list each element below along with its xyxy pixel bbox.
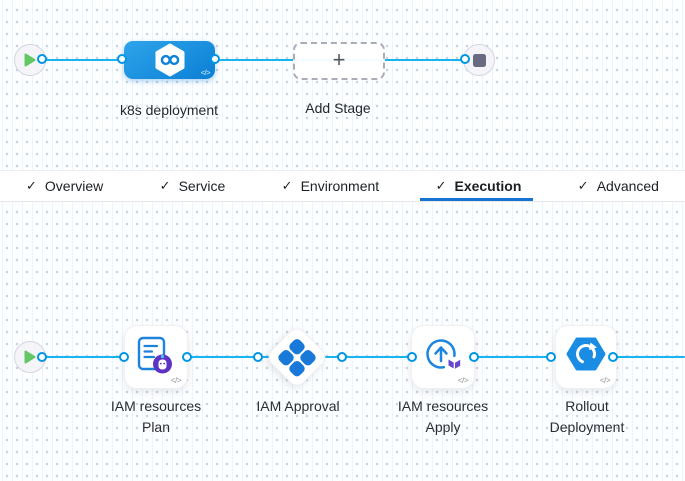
tab-service[interactable]: ✓ Service <box>160 171 226 201</box>
connector-port[interactable] <box>37 54 47 64</box>
step-card-rollout-deployment[interactable]: </> <box>555 325 617 389</box>
step-card-iam-resources-apply[interactable]: </> <box>411 325 475 389</box>
yaml-view-icon[interactable]: </> <box>200 68 211 77</box>
tab-label: Service <box>178 178 226 194</box>
check-icon: ✓ <box>281 178 293 193</box>
opentofu-badge-icon <box>153 354 172 374</box>
execution-canvas: </> </> <box>0 202 685 481</box>
yaml-view-icon[interactable]: </> <box>457 376 469 385</box>
terraform-icon <box>448 359 461 369</box>
approval-icon <box>278 338 316 376</box>
connector-port[interactable] <box>460 54 470 64</box>
stage-canvas: </> k8s deployment + Add Stage <box>0 0 685 170</box>
connector-port[interactable] <box>337 352 347 362</box>
connector-port[interactable] <box>469 352 479 362</box>
check-icon: ✓ <box>26 178 37 193</box>
stage-node-k8s-deployment[interactable]: </> <box>124 41 215 79</box>
execution-connector-line <box>46 356 685 358</box>
play-icon <box>24 53 36 67</box>
rollout-deployment-icon <box>566 337 606 371</box>
yaml-view-icon[interactable]: </> <box>170 376 182 385</box>
yaml-view-icon[interactable]: </> <box>599 376 611 385</box>
connector-port[interactable] <box>608 352 618 362</box>
tab-label: Advanced <box>596 178 659 194</box>
tab-environment[interactable]: ✓ Environment <box>282 171 380 201</box>
stage-connector-line <box>46 59 466 61</box>
harness-deploy-stage-icon <box>155 43 184 77</box>
connector-port[interactable] <box>407 352 417 362</box>
play-icon <box>24 350 36 364</box>
connector-port[interactable] <box>117 54 127 64</box>
check-icon: ✓ <box>435 178 447 193</box>
connector-port[interactable] <box>182 352 192 362</box>
tab-label: Overview <box>44 178 104 194</box>
add-stage-label: Add Stage <box>305 100 371 116</box>
check-icon: ✓ <box>577 178 589 193</box>
step-card-iam-resources-plan[interactable]: </> <box>124 325 188 389</box>
apply-arrow-icon <box>426 339 461 369</box>
tab-label: Environment <box>300 178 380 194</box>
tab-execution[interactable]: ✓ Execution <box>419 171 534 201</box>
tab-label: Execution <box>454 178 522 194</box>
connector-port[interactable] <box>210 54 220 64</box>
stage-label: k8s deployment <box>119 102 219 118</box>
connector-port[interactable] <box>546 352 556 362</box>
tab-advanced[interactable]: ✓ Advanced <box>578 171 659 201</box>
plus-icon: + <box>332 47 346 72</box>
step-node-iam-approval[interactable] <box>264 324 330 390</box>
connector-port[interactable] <box>119 352 129 362</box>
check-icon: ✓ <box>159 178 171 193</box>
plan-document-icon <box>137 336 172 374</box>
tab-overview[interactable]: ✓ Overview <box>26 171 103 201</box>
stop-icon <box>472 53 486 67</box>
connector-port[interactable] <box>253 352 263 362</box>
stage-config-tabs: ✓ Overview ✓ Service ✓ Environment ✓ Exe… <box>0 170 685 202</box>
step-label: IAM Approval <box>256 398 340 414</box>
add-stage-button[interactable]: + <box>293 42 385 80</box>
connector-port[interactable] <box>37 352 47 362</box>
